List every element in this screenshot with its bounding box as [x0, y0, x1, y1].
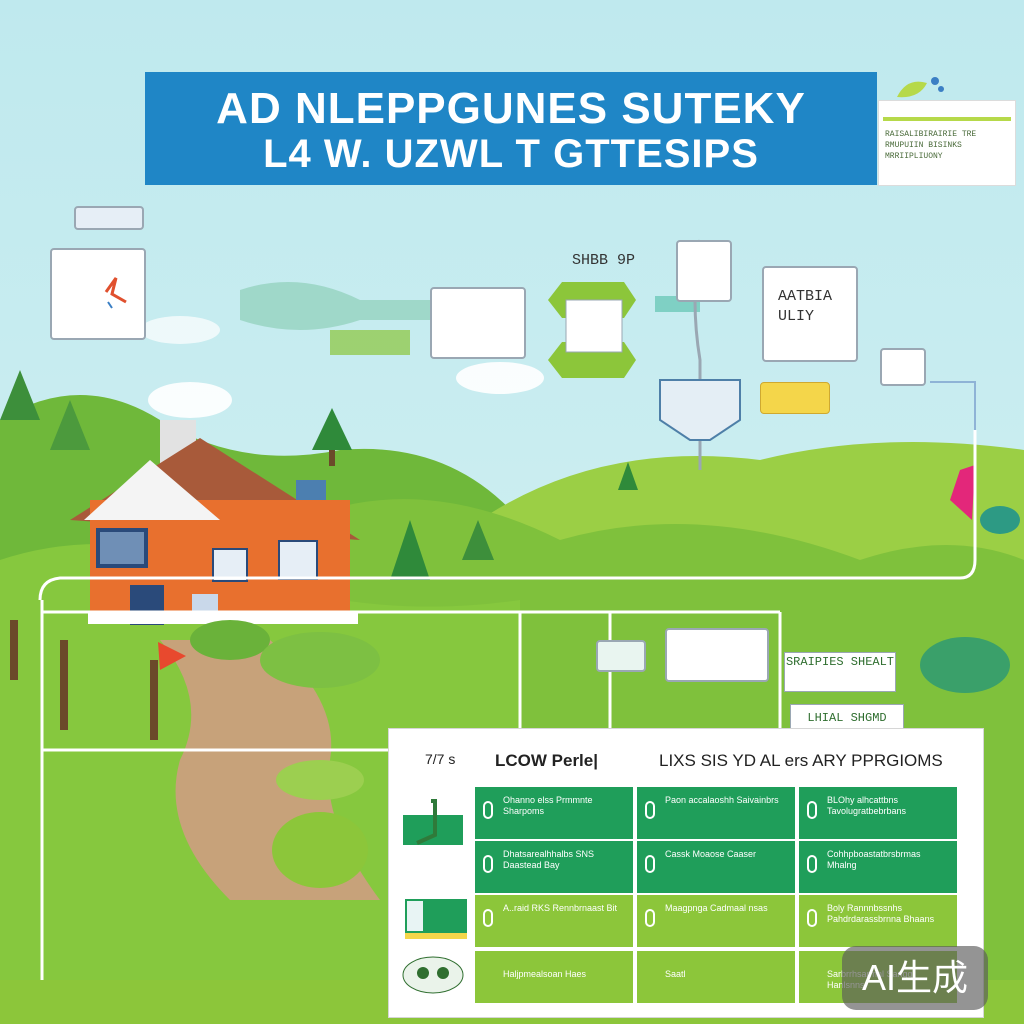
lightbulb-icon [807, 909, 817, 927]
table-cell: Saatl [637, 951, 795, 1003]
yellow-token-node [760, 382, 830, 414]
table-cell: BLOhy alhcattbns Tavolugratbebrbans [799, 787, 957, 839]
title-line-2: L4 W. UZWL T GTTESIPS [263, 132, 759, 176]
right-card-line-1: AATBIA [778, 288, 833, 305]
table-header-num: 7/7 s [425, 751, 456, 767]
leaf-icon [897, 77, 944, 98]
phone-icon [807, 855, 817, 873]
table-cell: Cohhpboastatbrsbrmas Mhalng [799, 841, 957, 893]
mid-sign: SRAIPIES SHEALT [784, 652, 896, 692]
table-row: A..raid RKS Rennbrnaast Bit Maagpnga Cad… [475, 895, 957, 947]
screen-icon [405, 899, 467, 939]
flow-label: SHBB 9P [572, 252, 636, 269]
title-line-1: AD NLEPPGUNES SUTEKY [216, 84, 806, 133]
device-node [596, 640, 646, 672]
table-row: Ohanno elss Prmmnte Sharpoms Paon accala… [475, 787, 957, 839]
table-cell: Ohanno elss Prmmnte Sharpoms [475, 787, 633, 839]
side-note-line-1: RAISALIBIRAIRIE TRE [885, 130, 977, 139]
phone-icon [483, 855, 493, 873]
table-cell: A..raid RKS Rennbrnaast Bit [475, 895, 633, 947]
folder-tab-node [74, 206, 144, 230]
lightbulb-icon [483, 909, 493, 927]
table-cell: Dhatsarealhhalbs SNS Daastead Bay [475, 841, 633, 893]
side-note-bar [883, 117, 1011, 121]
lightbulb-icon [483, 801, 493, 819]
house-illustration [70, 420, 360, 625]
table-header-b: LIXS SIS YD AL ers ARY PPRGIOMS [659, 751, 943, 770]
row-thumbnail-3 [397, 895, 469, 943]
table-header-a: LCOW Perle| [495, 751, 598, 770]
process-node-card [430, 287, 526, 359]
table-cell: Haljpmealsoan Haes [475, 951, 633, 1003]
row-thumbnail-1 [397, 795, 469, 845]
people-icon [402, 956, 464, 994]
title-banner: AD NLEPPGUNES SUTEKY L4 W. UZWL T GTTESI… [145, 72, 877, 185]
lightbulb-icon [645, 909, 655, 927]
table-cell: Paon accalaoshh Saivainbrs [637, 787, 795, 839]
table-row: Dhatsarealhhalbs SNS Daastead Bay Cassk … [475, 841, 957, 893]
side-note-text: RAISALIBIRAIRIE TRE RMUPUIIN BISINKS MRR… [885, 129, 1009, 162]
side-note-line-3: MRRIIPLIUONY [885, 152, 943, 161]
gauge-icon [403, 799, 463, 845]
side-note-line-2: RMUPUIIN BISINKS [885, 141, 962, 150]
small-card-node [880, 348, 926, 386]
table-cell: Cassk Moaose Caaser [637, 841, 795, 893]
right-card-line-2: ULIY [778, 308, 815, 325]
lightbulb-icon [645, 801, 655, 819]
table-cell: Boly Rannnbssnhs Pahdrdarassbrnna Bhaans [799, 895, 957, 947]
document-node-left [50, 248, 146, 340]
right-info-card: AATBIA ULIY [762, 266, 858, 362]
mid-panel-card [665, 628, 769, 682]
lightbulb-icon [807, 801, 817, 819]
row-thumbnail-4 [397, 951, 469, 999]
phone-node [676, 240, 732, 302]
chart-sketch-icon [104, 277, 127, 309]
phone-icon [645, 855, 655, 873]
ai-generated-badge: AI生成 [842, 946, 988, 1010]
table-cell: Maagpnga Cadmaal nsas [637, 895, 795, 947]
side-note-card: RAISALIBIRAIRIE TRE RMUPUIIN BISINKS MRR… [878, 77, 1016, 186]
